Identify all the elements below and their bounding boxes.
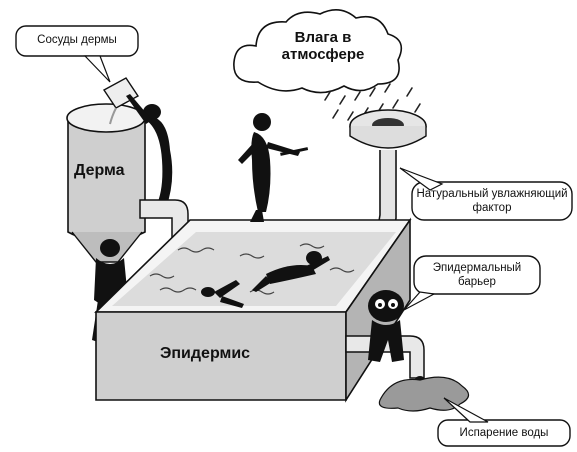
swimmers [201,251,330,308]
callout-barrier [403,255,541,311]
label-water-evaporation: Испарение воды [459,427,549,439]
figure-pouring [126,94,173,208]
label-epidermal-barrier: Эпидермальный барьер [432,262,522,289]
label-dermis: Дерма [74,162,125,179]
label-epidermis: Эпидермис [160,345,251,362]
epidermis-box [94,217,412,403]
cloud [233,9,403,94]
label-dermis-vessels: Сосуды дермы [37,34,117,46]
figure-barrier [368,290,404,362]
puddle [378,376,470,412]
label-nmf: Натуральный увлажняющий фактор [416,188,568,215]
dermis-tank [66,103,146,263]
callout-evaporation [437,397,571,447]
callout-dermis-vessels [15,25,139,83]
figure-standing [238,113,309,222]
label-atmosphere-moisture: Влага в атмосфере [281,29,365,63]
callout-nmf [399,167,573,221]
